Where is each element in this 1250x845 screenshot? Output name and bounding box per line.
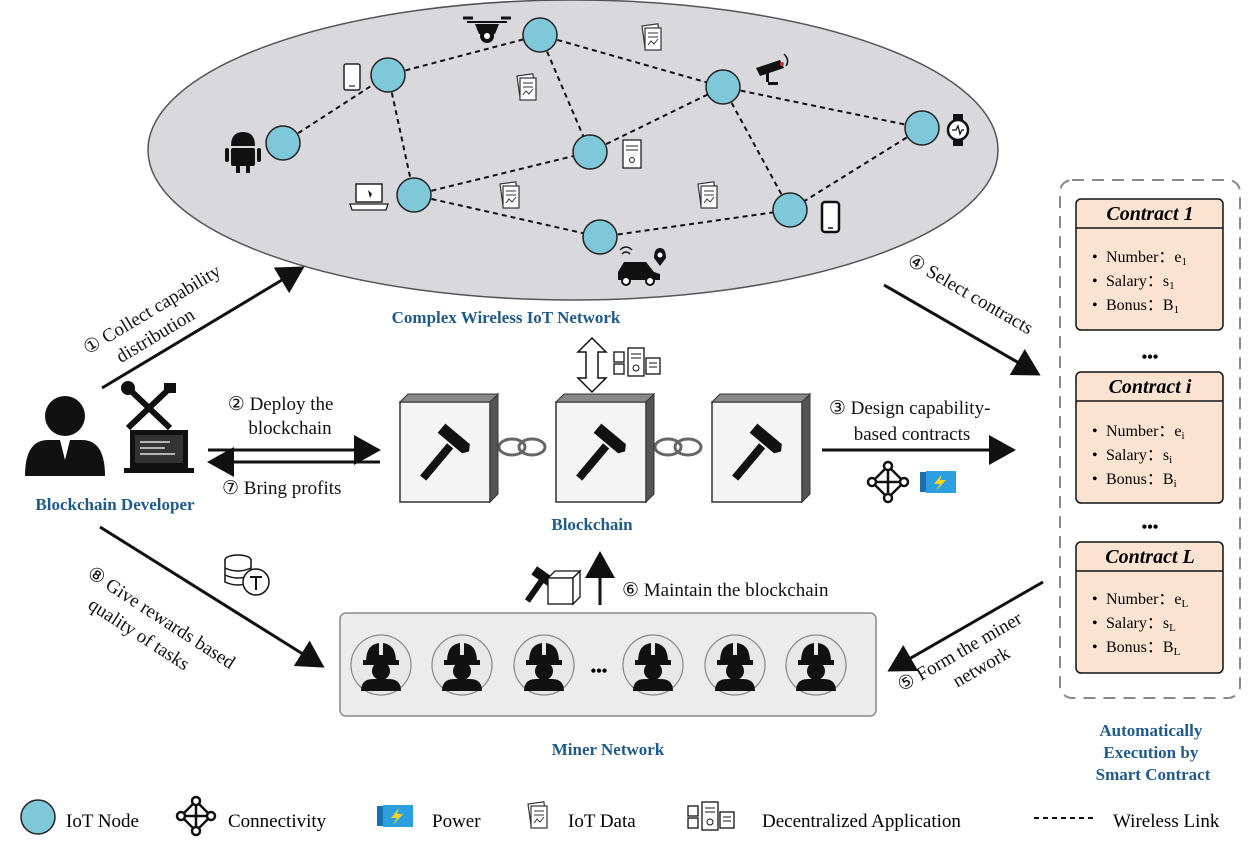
step-2-label: ② Deploy the blockchain: [228, 394, 338, 439]
contract-bullet: •: [1092, 423, 1098, 440]
cctv-icon: [756, 53, 789, 85]
hammer-block: [555, 393, 655, 503]
tools-icon: [121, 381, 176, 431]
iot-node: [396, 177, 432, 213]
step-8-label: ⑧ Give rewards based quality of tasks: [69, 563, 243, 698]
miner-icon: [785, 634, 847, 696]
developer-label: Blockchain Developer: [35, 495, 195, 514]
legend-dapp-icon: [687, 801, 735, 831]
contract-salary: Salary：sL: [1106, 615, 1176, 634]
hammer-block: [399, 393, 499, 503]
person-icon: [25, 396, 105, 476]
contract-card: Contract i • Number：ei • Salary：si • Bon…: [1075, 371, 1224, 504]
hammer-block: [711, 393, 811, 503]
legend-connectivity-icon: [175, 795, 217, 837]
contract-bullet: •: [1092, 249, 1098, 266]
iot-node: [572, 134, 608, 170]
drone-icon: [463, 16, 511, 43]
iot-node: [705, 69, 741, 105]
smartphone-icon: [820, 200, 841, 234]
contract-bonus: Bonus：Bi: [1106, 471, 1177, 490]
step-6-label: ⑥ Maintain the blockchain: [622, 580, 829, 601]
contract-bullet: •: [1092, 297, 1098, 314]
legend-dapp: Decentralized Application: [762, 811, 961, 832]
blockchain-group: [399, 393, 811, 503]
laptop-code-icon: [124, 430, 194, 473]
iot-node: [370, 57, 406, 93]
car-icon: [618, 246, 666, 286]
iot-node: [522, 17, 558, 53]
wireless-links: [282, 34, 923, 238]
iot-node: [265, 125, 301, 161]
contract-card: Contract L • Number：eL • Salary：sL • Bon…: [1075, 541, 1224, 674]
contract-bullet: •: [1092, 447, 1098, 464]
miner-ellipsis: •••: [591, 663, 608, 680]
connectivity-icon: [866, 460, 910, 504]
document-icon: [499, 181, 520, 209]
contract-number: Number：e1: [1106, 249, 1187, 268]
tablet-icon: [343, 63, 361, 91]
legend-connectivity: Connectivity: [228, 811, 327, 832]
iot-node: [772, 192, 808, 228]
contract-number: Number：eL: [1106, 591, 1189, 610]
contract-bonus: Bonus：BL: [1106, 639, 1181, 658]
contract-bullet: •: [1092, 273, 1098, 290]
laptop-icon: [349, 183, 389, 211]
contract-card: Contract 1 • Number：e1 • Salary：s1 • Bon…: [1075, 198, 1224, 331]
bidirectional-arrow: [576, 336, 608, 394]
smart-contract-panel: [1059, 179, 1241, 699]
contract-title: Contract i: [1109, 376, 1192, 398]
legend-power-icon: [377, 805, 413, 827]
smartwatch-icon: [946, 114, 970, 146]
contract-bonus: Bonus：B1: [1106, 297, 1179, 316]
contract-salary: Salary：s1: [1106, 273, 1175, 292]
blockchain-label: Blockchain: [551, 515, 633, 534]
step-5-label: ⑤ Form the miner network: [894, 606, 1042, 717]
step-3-label: ③ Design capability- based contracts: [829, 398, 995, 445]
contract-bullet: •: [1092, 615, 1098, 632]
iot-network-title: Complex Wireless IoT Network: [392, 308, 621, 327]
contract-title: Contract L: [1105, 546, 1194, 568]
android-icon: [225, 132, 261, 173]
iot-node: [582, 219, 618, 255]
block-icon: [546, 569, 582, 606]
smart-contract-label: Automatically Execution by Smart Contrac…: [1096, 721, 1211, 784]
iot-node: [904, 110, 940, 146]
miner-icon: [513, 634, 575, 696]
contract-ellipsis: •••: [1142, 519, 1159, 536]
power-icon: [920, 471, 956, 493]
server-icon: [622, 139, 642, 169]
miner-icon: [622, 634, 684, 696]
legend-iot-node: IoT Node: [66, 811, 139, 832]
contract-bullet: •: [1092, 591, 1098, 608]
document-icon: [641, 23, 662, 51]
document-icon: [516, 73, 537, 101]
dapp-icon: [613, 347, 661, 377]
document-icon: [697, 181, 718, 209]
iot-nodes: [265, 17, 940, 255]
legend-power: Power: [432, 811, 481, 832]
contract-number: Number：ei: [1106, 423, 1185, 442]
contract-salary: Salary：si: [1106, 447, 1172, 466]
database-coin-icon: [224, 554, 270, 596]
miner-icon: [350, 634, 412, 696]
legend: IoT Node Connectivity Power IoT Data: [20, 795, 1220, 837]
contract-title: Contract 1: [1106, 203, 1193, 225]
contract-bullet: •: [1092, 639, 1098, 656]
legend-iot-data-icon: [527, 801, 548, 829]
legend-wireless-link: Wireless Link: [1113, 811, 1220, 832]
legend-iot-data: IoT Data: [568, 811, 636, 832]
miner-icon: [704, 634, 766, 696]
legend-iot-node-icon: [20, 799, 56, 835]
chain-icon: [497, 437, 703, 457]
step-7-label: ⑦ Bring profits: [222, 478, 341, 499]
contract-ellipsis: •••: [1142, 349, 1159, 366]
contract-bullet: •: [1092, 471, 1098, 488]
miner-network-label: Miner Network: [552, 740, 665, 759]
flow-arrows: [99, 266, 1044, 672]
step-4-label: ④ Select contracts: [904, 250, 1037, 339]
miner-icon: [431, 634, 493, 696]
